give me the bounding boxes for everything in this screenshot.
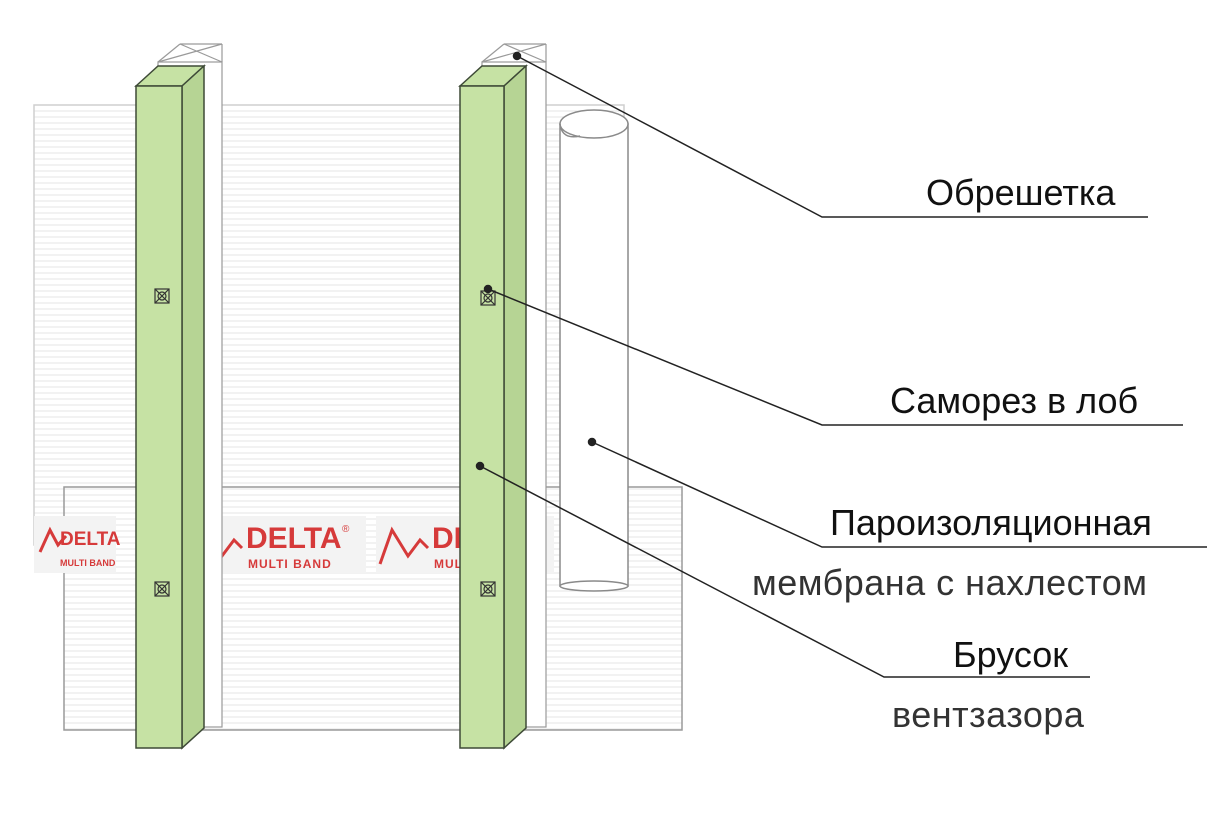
- delta-tape-left: DELTA MULTI BAND: [34, 516, 121, 573]
- leader-screw: [483, 284, 1183, 426]
- tape-brand-left: DELTA: [60, 529, 121, 550]
- tape-registered-middle: ®: [342, 524, 350, 535]
- screw-icon: [154, 581, 170, 597]
- tape-product-middle: MULTI BAND: [248, 557, 332, 571]
- rolled-membrane-edge: [559, 109, 629, 592]
- label-screw: Саморез в лоб: [890, 380, 1139, 421]
- label-bar-subtitle: вентзазора: [892, 694, 1085, 735]
- label-membrane-title: Пароизоляционная: [830, 502, 1152, 543]
- vent-bar-left: [134, 64, 206, 750]
- tape-brand-middle: DELTA: [246, 522, 342, 555]
- screw-icon: [480, 581, 496, 597]
- vent-bar-right: [458, 64, 528, 750]
- label-membrane-subtitle: мембрана с нахлестом: [752, 562, 1148, 603]
- label-lathing: Обрешетка: [926, 172, 1116, 213]
- leader-lathing: [512, 51, 1148, 218]
- screw-icon: [154, 288, 170, 304]
- leader-bar: [475, 461, 1090, 678]
- label-bar-title: Брусок: [953, 634, 1069, 675]
- leader-membrane: [587, 437, 1207, 548]
- tape-product-left: MULTI BAND: [60, 558, 116, 568]
